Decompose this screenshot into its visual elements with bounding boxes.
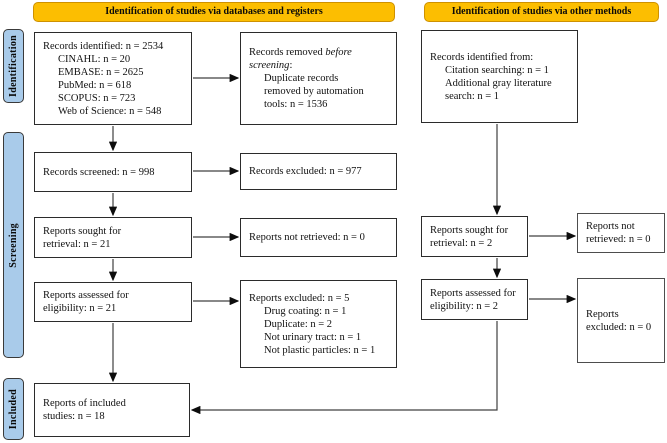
text-line: Reports assessed for: [430, 287, 516, 299]
text-line: eligibility: n = 21: [43, 303, 117, 314]
text-line: retrieval: n = 2: [430, 237, 493, 249]
stage-included: Included: [3, 378, 24, 440]
text-line: Reports: [586, 308, 619, 320]
text-line: Additional gray literature: [445, 77, 552, 89]
text-line: excluded: n = 0: [586, 321, 652, 333]
box-reports-assessed-databases: Reports assessed for eligibility: n = 21: [34, 282, 192, 322]
box-records-screened: Records screened: n = 998: [34, 152, 192, 192]
box-records-removed-before-screening: Records removed before screening: Duplicat…: [240, 32, 397, 125]
box-reports-not-retrieved-other: Reports not retrieved: n = 0: [577, 213, 665, 253]
stage-screening-label: Screening: [8, 222, 19, 268]
text-line: Web of Science: n = 548: [58, 105, 162, 117]
text-line: Duplicate records: [264, 73, 339, 84]
text-line: removed by automation: [264, 86, 364, 97]
text-line: search: n = 1: [445, 90, 500, 102]
text-line: Drug coating: n = 1: [264, 305, 347, 317]
stage-identification-label: Identification: [8, 35, 19, 97]
text-line: retrieved: n = 0: [586, 234, 651, 245]
text-line: eligibility: n = 2: [430, 300, 499, 312]
text-line: Records removed before: [249, 47, 352, 58]
box-records-excluded: Records excluded: n = 977: [240, 153, 397, 190]
stage-included-label: Included: [8, 388, 19, 430]
text-line: Reports sought for: [430, 224, 509, 236]
text-line: Reports assessed for: [43, 290, 129, 301]
text-line: Citation searching: n = 1: [445, 64, 549, 76]
text-line: Reports not retrieved: n = 0: [249, 232, 365, 243]
text-line: Reports sought for: [43, 225, 122, 237]
text-line: SCOPUS: n = 723: [58, 92, 136, 104]
text-line: Reports not: [586, 221, 635, 232]
text-line: Records identified from:: [430, 51, 534, 63]
text-line: Reports of included: [43, 398, 126, 409]
text-line: Records excluded: n = 977: [249, 166, 362, 177]
text-line: CINAHL: n = 20: [58, 53, 131, 65]
text-line: retrieval: n = 21: [43, 238, 111, 250]
text-line: screening:: [249, 60, 293, 71]
box-reports-not-retrieved-databases: Reports not retrieved: n = 0: [240, 218, 397, 257]
banner-databases-registers: Identification of studies via databases …: [33, 2, 395, 22]
text-line: Records identified: n = 2534: [43, 40, 164, 52]
text-line: studies: n = 18: [43, 411, 105, 422]
text-line: Reports excluded: n = 5: [249, 292, 350, 304]
box-records-identified-other: Records identified from:Citation searchi…: [421, 30, 578, 123]
text-line: EMBASE: n = 2625: [58, 66, 144, 78]
stage-identification: Identification: [3, 29, 24, 103]
banner-other-methods: Identification of studies via other meth…: [424, 2, 659, 22]
text-line: Not plastic particles: n = 1: [264, 344, 376, 356]
text-line: tools: n = 1536: [264, 99, 328, 110]
stage-screening: Screening: [3, 132, 24, 358]
box-reports-included: Reports of included studies: n = 18: [34, 383, 190, 437]
text-line: PubMed: n = 618: [58, 79, 132, 91]
text-line: Duplicate: n = 2: [264, 318, 333, 330]
text-line: Not urinary tract: n = 1: [264, 331, 362, 343]
text-line: Records screened: n = 998: [43, 166, 155, 178]
